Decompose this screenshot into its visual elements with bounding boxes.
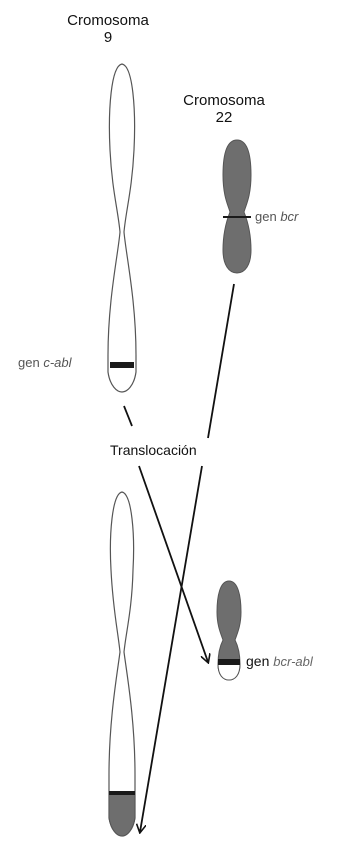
chromosome-22-title-word: Cromosoma: [183, 92, 265, 109]
gene-c-abl-label: gen c-abl: [18, 355, 72, 370]
derivative-chromosome-9: [108, 491, 136, 837]
gene-c-abl-prefix: gen: [18, 355, 40, 370]
gene-bcr-abl-name: bcr-abl: [273, 654, 313, 669]
chromosome-22-title: Cromosoma 22: [178, 92, 270, 126]
translocated-segment: [108, 792, 136, 837]
gene-bcr-abl-band: [218, 659, 240, 665]
chromosome-9-number: 9: [103, 29, 113, 46]
chromosome-9-title-word: Cromosoma: [67, 12, 149, 29]
arrow-c-abl-segment: [123, 405, 133, 427]
chromosome-22: [222, 139, 252, 274]
philadelphia-lower-segment: [217, 663, 241, 681]
gene-bcr-abl-prefix: gen: [246, 653, 270, 669]
arrow-c-abl-to-22: [138, 465, 208, 662]
gene-bcr-label: gen bcr: [255, 209, 298, 224]
chromosome-22-number: 22: [215, 109, 233, 126]
arrow-22-upper: [207, 283, 235, 439]
gene-bcr-prefix: gen: [255, 209, 277, 224]
gene-bcr-abl-label: gen bcr-abl: [246, 653, 313, 669]
gene-c-abl-band: [110, 362, 134, 368]
chromosome-9-title: Cromosoma 9: [62, 12, 154, 46]
translocation-label: Translocación: [110, 442, 197, 458]
chromosome-9: [107, 63, 137, 393]
gene-c-abl-name: c-abl: [43, 355, 72, 370]
arrow-22-to-derivative-9: [140, 465, 203, 832]
gene-bcr-band: [223, 216, 251, 218]
junction-band: [109, 791, 135, 795]
gene-bcr-name: bcr: [280, 209, 299, 224]
